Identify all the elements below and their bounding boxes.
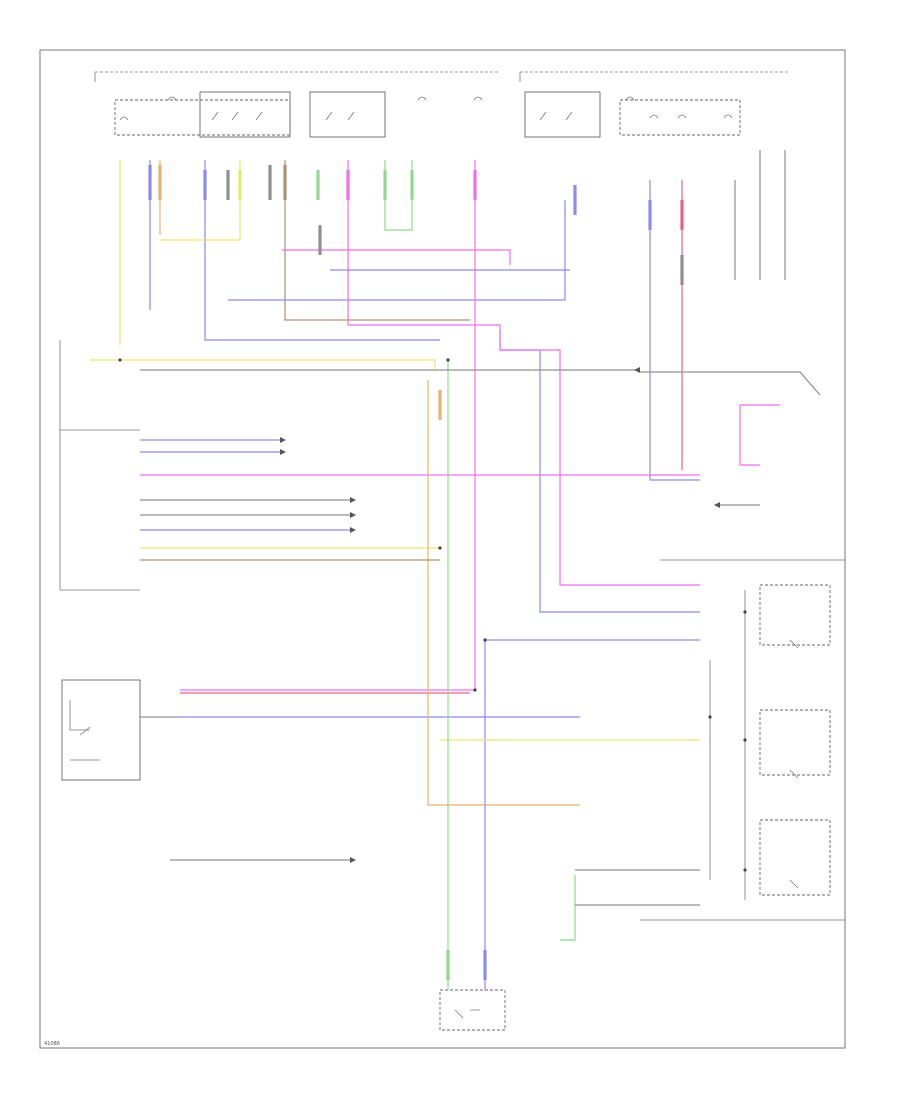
footer-code: 41086: [44, 1041, 60, 1047]
bottom-center-module: [439, 989, 506, 1031]
left-module-box: [59, 340, 141, 781]
relay-box-2: [309, 91, 386, 138]
wires: [90, 150, 821, 990]
relay-box-3: [524, 91, 601, 138]
arrow-markers: [280, 367, 720, 863]
connectors: [148, 165, 684, 980]
right-switch-2: [759, 709, 831, 776]
splice-dots: [118, 358, 747, 872]
right-switch-3: [759, 819, 831, 896]
relay-box-group-top: [114, 91, 741, 138]
bottom-relay-box: [439, 989, 506, 1031]
left-lower-module: [61, 679, 141, 781]
right-lower-modules: [640, 559, 845, 921]
right-switch-1: [759, 584, 831, 646]
fuse-box-left: [114, 99, 291, 136]
fuse-box-right: [619, 99, 741, 136]
diagram-frame: [39, 49, 846, 1049]
relay-box-1: [199, 91, 291, 138]
top-power-rails: [94, 71, 790, 82]
